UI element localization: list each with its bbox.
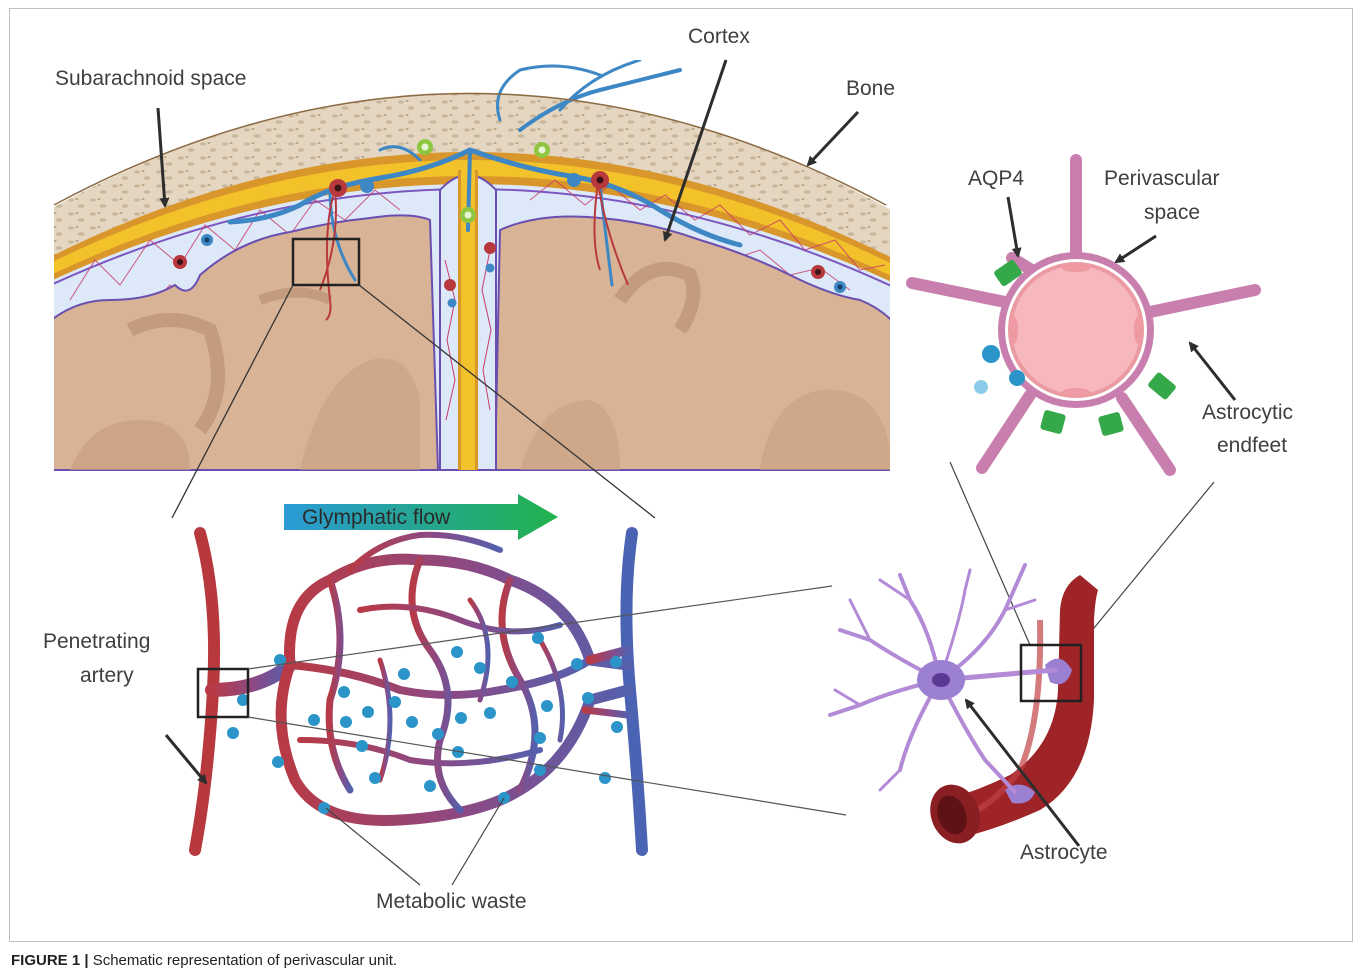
- label-metabolic-waste: Metabolic waste: [376, 890, 527, 913]
- label-astrocyte: Astrocyte: [1020, 841, 1108, 864]
- label-cortex: Cortex: [688, 25, 750, 48]
- label-astrocytic: Astrocytic: [1202, 401, 1293, 424]
- figure-caption: FIGURE 1 | Schematic representation of p…: [11, 952, 397, 969]
- label-space: space: [1144, 201, 1200, 224]
- label-glymphatic-flow: Glymphatic flow: [302, 506, 451, 529]
- caption-text: Schematic representation of perivascular…: [89, 952, 398, 969]
- label-bone: Bone: [846, 77, 895, 100]
- label-perivascular: Perivascular: [1104, 167, 1220, 190]
- capillary-network: [212, 535, 628, 821]
- brain-cross-section: [40, 60, 900, 470]
- label-subarachnoid-space: Subarachnoid space: [55, 67, 246, 90]
- astrocyte-vessel: [922, 575, 1098, 850]
- label-penetrating: Penetrating: [43, 630, 150, 653]
- label-aqp4: AQP4: [968, 167, 1024, 190]
- label-endfeet: endfeet: [1217, 434, 1287, 457]
- vessel-lumen: [1010, 264, 1142, 396]
- label-artery: artery: [80, 664, 134, 687]
- caption-prefix: FIGURE 1 |: [11, 952, 89, 969]
